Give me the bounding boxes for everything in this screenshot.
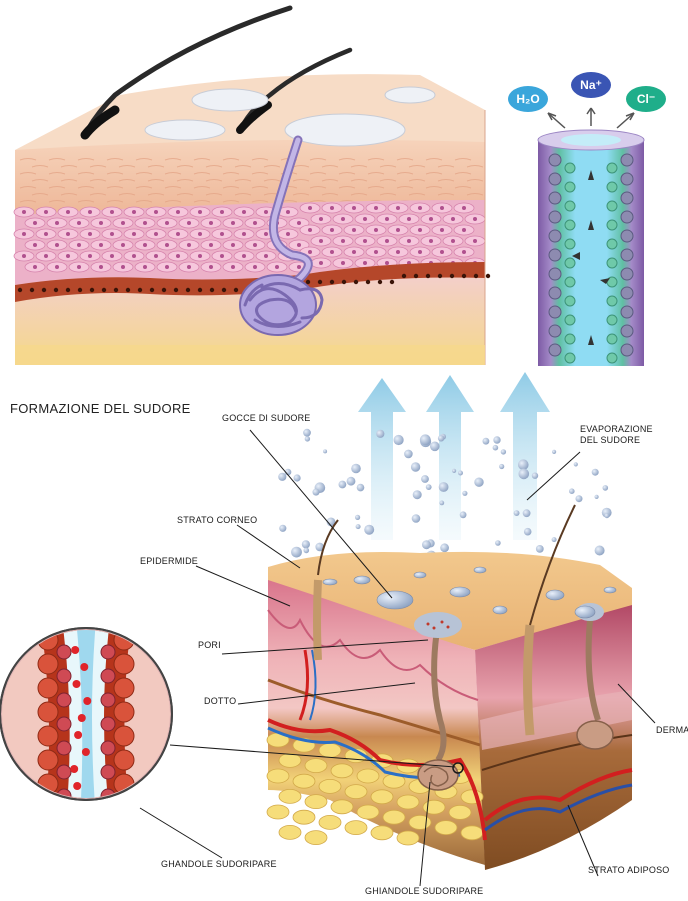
- label-ghiandole-sudoripare-bottom: GHIANDOLE SUDORIPARE: [365, 886, 484, 896]
- label-strato-corneo: STRATO CORNEO: [177, 515, 258, 525]
- gland-magnifier: [0, 627, 173, 801]
- surface-sweat-drops-block: [322, 566, 617, 619]
- label-gocce-di-sudore: GOCCE DI SUDORE: [222, 413, 311, 423]
- chloride-ion-badge: Cl⁻: [626, 86, 666, 112]
- surface-sweat-drops: [144, 86, 436, 147]
- water-ion-label: H₂O: [516, 92, 540, 106]
- sweat-gland-top: [239, 135, 324, 336]
- evaporating-droplets: [278, 428, 612, 561]
- sodium-ion-badge: Na⁺: [571, 72, 611, 98]
- sodium-ion-label: Na⁺: [580, 78, 602, 92]
- label-leader-lines: [139, 429, 656, 887]
- evaporation-arrows: [358, 372, 550, 540]
- water-ion-badge: H₂O: [508, 86, 548, 112]
- label-derma: DERMA: [656, 725, 688, 735]
- ion-arrows: [547, 107, 635, 129]
- label-evaporazione: EVAPORAZIONE: [580, 424, 653, 434]
- diagram-title: FORMAZIONE DEL SUDORE: [10, 401, 191, 416]
- label-strato-adiposo: STRATO ADIPOSO: [588, 865, 670, 875]
- label-del-sudore: DEL SUDORE: [580, 435, 641, 445]
- chloride-ion-label: Cl⁻: [636, 92, 656, 106]
- skin-block-3d: [266, 504, 633, 870]
- sweat-duct-diagram: [537, 129, 645, 366]
- label-epidermide: EPIDERMIDE: [140, 556, 199, 566]
- label-pori: PORI: [198, 640, 221, 650]
- label-ghiandole-sudoripare-left: GHANDOLE SUDORIPARE: [161, 859, 277, 869]
- label-dotto: DOTTO: [204, 696, 237, 706]
- skin-cross-section-top: [13, 74, 491, 365]
- hair-strands: [80, 5, 353, 140]
